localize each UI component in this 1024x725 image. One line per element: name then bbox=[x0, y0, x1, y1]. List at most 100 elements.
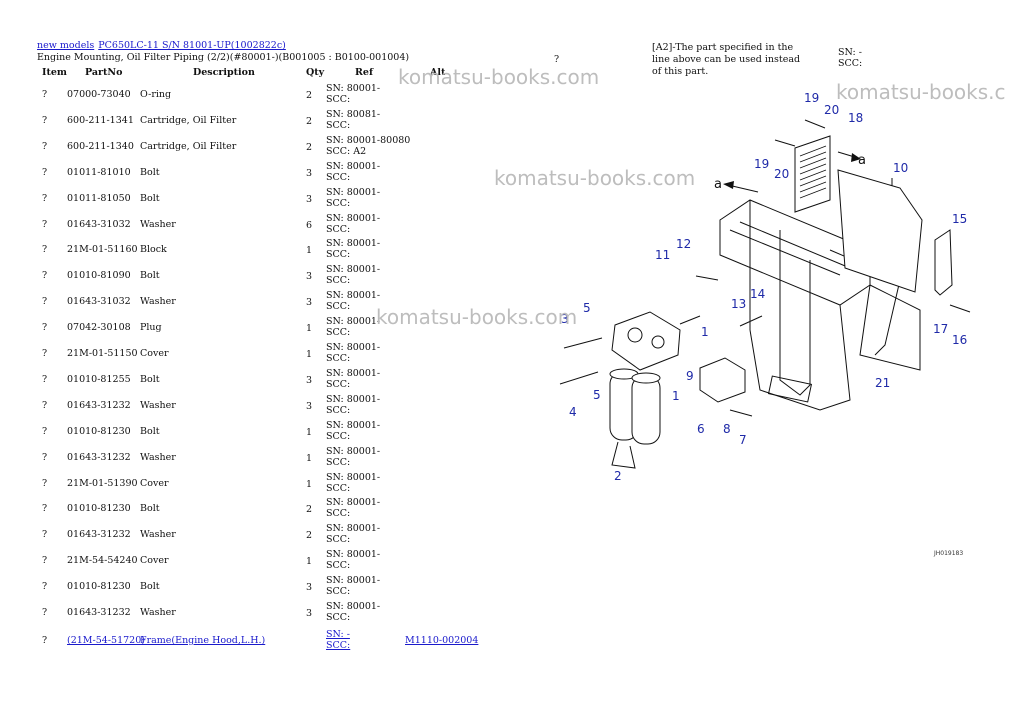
row-sn: SN: 80001-SCC: bbox=[326, 497, 380, 519]
row-item: ? bbox=[42, 425, 48, 437]
callout-19: 19 bbox=[754, 157, 769, 171]
col-description: Description bbox=[193, 67, 255, 78]
row-partno: 21M-54-54240 bbox=[67, 555, 138, 567]
row-item: ? bbox=[42, 322, 48, 334]
row-description: Washer bbox=[140, 399, 176, 411]
callout-2: 2 bbox=[614, 469, 622, 483]
row-qty: 2 bbox=[306, 141, 313, 153]
row-partno: 01643-31232 bbox=[67, 399, 131, 411]
row-scc-text: SCC: bbox=[326, 119, 351, 131]
row-sn: SN: 80001-SCC: bbox=[326, 394, 380, 416]
row-description: Washer bbox=[140, 296, 176, 308]
row-description: Cover bbox=[140, 348, 169, 359]
row-sn-text: SN: 80001- bbox=[326, 186, 381, 198]
row-qty: 1 bbox=[306, 323, 313, 335]
row-scc-text: SCC: bbox=[326, 301, 351, 313]
row-sn-text: SN: 80001- bbox=[326, 316, 381, 328]
row-sn-text: SN: 80001- bbox=[326, 238, 381, 250]
row-sn-text: SN: 80001- bbox=[326, 497, 381, 509]
row-partno: 01010-81090 bbox=[67, 270, 131, 282]
row-partno-link[interactable]: (21M-54-51720) bbox=[67, 635, 145, 646]
row-partno: 01643-31232 bbox=[67, 529, 131, 541]
row-scc-text: SCC: bbox=[326, 482, 351, 494]
row-sn-text: SN: 80001- bbox=[326, 264, 381, 276]
row-description: Cartridge, Oil Filter bbox=[140, 140, 237, 152]
row-partno: 21M-01-51150 bbox=[67, 348, 138, 359]
row-partno: 21M-01-51390 bbox=[67, 477, 138, 489]
row-item: ? bbox=[42, 529, 48, 541]
row-sn: SN: 80001-SCC: bbox=[326, 342, 380, 364]
row-description: Bolt bbox=[140, 166, 160, 178]
row-alt-link[interactable]: M1110-002004 bbox=[405, 635, 479, 646]
watermark-1: komatsu-books.com bbox=[398, 65, 600, 89]
row-sn-text[interactable]: SN: - bbox=[326, 629, 350, 640]
row-scc-text: SCC: bbox=[326, 197, 351, 209]
callout-5: 5 bbox=[583, 301, 591, 315]
row-qty: 3 bbox=[306, 271, 313, 283]
row-qty: 1 bbox=[306, 556, 313, 568]
callout-10: 10 bbox=[893, 161, 908, 175]
row-scc-text[interactable]: SCC: bbox=[326, 640, 351, 651]
callout-4: 4 bbox=[569, 405, 577, 419]
row-qty: 3 bbox=[306, 582, 313, 594]
row-qty: 3 bbox=[306, 400, 313, 412]
row-description-link[interactable]: Frame(Engine Hood,L.H.) bbox=[140, 635, 266, 646]
row-sn-text: SN: 80001- bbox=[326, 160, 381, 172]
row-description: O-ring bbox=[140, 89, 172, 100]
col-qty: Qty bbox=[306, 67, 325, 78]
callout-19: 19 bbox=[804, 91, 819, 105]
row-sn-text: SN: 80001- bbox=[326, 419, 381, 431]
row-description: Washer bbox=[140, 529, 176, 541]
callout-12: 12 bbox=[676, 237, 691, 251]
row-item: ? bbox=[42, 373, 48, 385]
callout-1: 1 bbox=[672, 389, 680, 403]
row-sn-text: SN: 80001- bbox=[326, 290, 381, 302]
row-sn: SN: 80081-SCC: bbox=[326, 109, 380, 131]
row-item: ? bbox=[42, 296, 48, 308]
col-item: Item bbox=[42, 67, 67, 78]
col-ref: Ref bbox=[355, 67, 374, 78]
row-scc-text: SCC: bbox=[326, 560, 351, 572]
row-description: Bolt bbox=[140, 425, 160, 437]
row-qty: 3 bbox=[306, 297, 313, 309]
row-scc-text: SCC: bbox=[326, 249, 351, 261]
row-description: Washer bbox=[140, 451, 176, 463]
row-qty: 2 bbox=[306, 90, 313, 101]
row-sn-text: SN: 80001- bbox=[326, 601, 381, 612]
row-qty: 1 bbox=[306, 452, 313, 464]
row-item: ? bbox=[42, 555, 48, 567]
row-partno: 01011-81010 bbox=[67, 166, 131, 178]
row-sn: SN: 80001-SCC: bbox=[326, 316, 380, 338]
row-scc-text: SCC: bbox=[326, 404, 351, 416]
row-scc-text: SCC: bbox=[326, 378, 351, 390]
row-sn: SN: 80001-SCC: bbox=[326, 187, 380, 209]
model-link[interactable]: PC650LC-11 S/N 81001-UP(1002822c) bbox=[98, 40, 286, 51]
callout-16: 16 bbox=[952, 333, 967, 347]
row-sn: SN: 80001-SCC: bbox=[326, 549, 380, 571]
new-models-link[interactable]: new models bbox=[37, 40, 95, 51]
row-qty: 2 bbox=[306, 530, 313, 542]
row-sn-text: SN: 80001-80080 bbox=[326, 134, 411, 146]
callout-7: 7 bbox=[739, 433, 747, 447]
row-item: ? bbox=[42, 140, 48, 152]
row-qty: 3 bbox=[306, 374, 313, 386]
row-sn-link[interactable]: SN: - SCC: bbox=[326, 629, 350, 651]
row-qty: 1 bbox=[306, 349, 313, 360]
row-scc-text: SCC: bbox=[326, 171, 351, 183]
row-sn-text: SN: 80001- bbox=[326, 367, 381, 379]
row-qty: 3 bbox=[306, 167, 313, 179]
row-partno: 01010-81230 bbox=[67, 503, 131, 515]
